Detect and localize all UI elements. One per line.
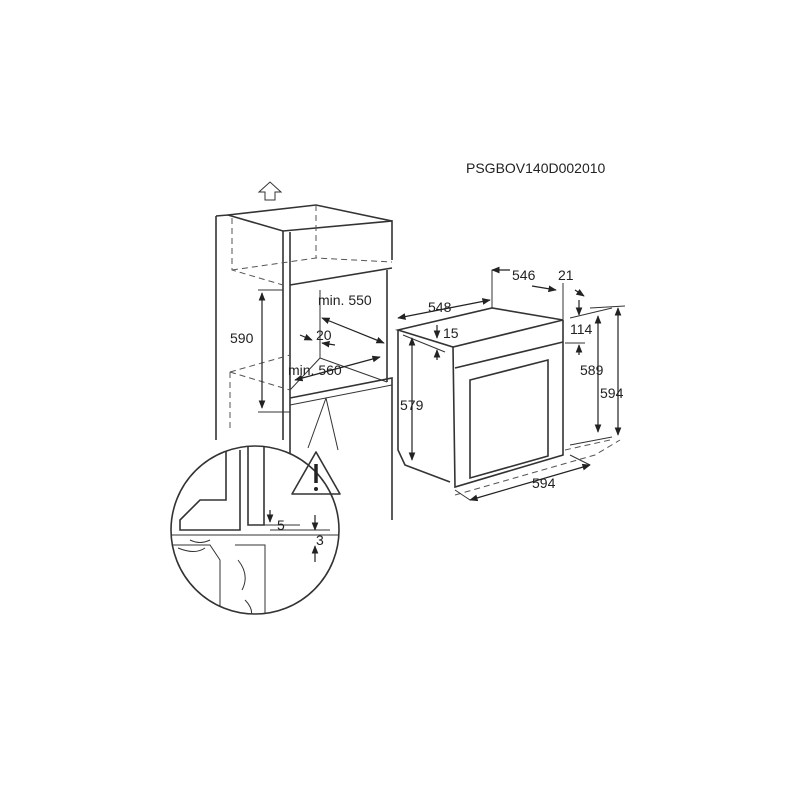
model-code: PSGBOV140D002010 [466,160,606,176]
airflow-up-arrow [257,181,283,201]
dim-front-height: 594 [600,385,624,401]
dim-opening-height: 590 [230,330,254,346]
dim-total-depth: 548 [428,299,452,315]
dim-top-offset: 15 [443,325,459,341]
dim-body-height: 589 [580,362,604,378]
dim-gap: 20 [316,327,332,343]
cabinet-drawing: 590 min. 550 20 min. 560 [215,181,393,520]
dim-gap-b: 3 [316,532,324,548]
dim-gap-a: 5 [277,517,285,533]
warning-triangle-icon [291,451,341,495]
dim-depth-min: min. 550 [318,292,372,308]
oven-drawing: 546 21 548 15 579 114 589 594 594 [394,266,626,502]
detail-circle: 5 3 [170,445,341,615]
dim-front-thickness: 21 [558,267,574,283]
dim-width: 594 [532,475,556,491]
dim-side-height: 579 [400,397,424,413]
dim-panel-offset: 114 [570,321,593,337]
dim-width-min: min. 560 [288,362,342,378]
dim-body-depth: 546 [512,267,536,283]
